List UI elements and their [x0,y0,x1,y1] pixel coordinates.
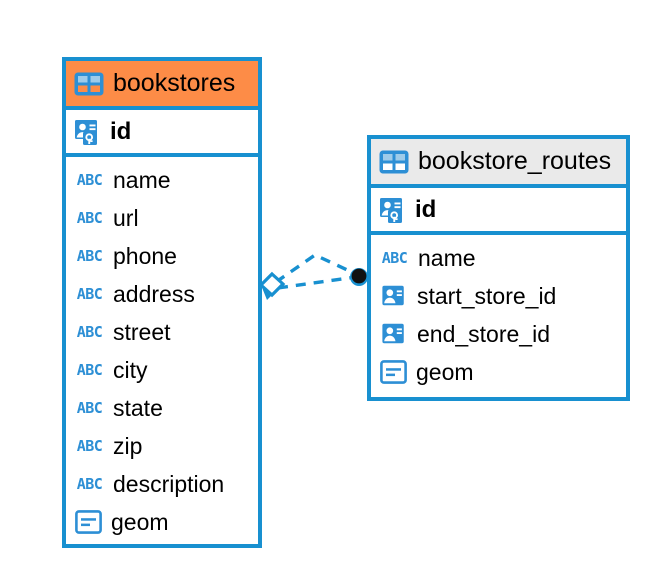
field-label: end_store_id [417,320,550,347]
entity-bookstores[interactable]: bookstores id [62,57,262,548]
table-grid-icon [74,72,104,96]
primary-key-row[interactable]: id [66,110,258,157]
abc-glyph: ABC [76,322,103,341]
field-label: street [113,318,171,345]
table-grid-icon [379,150,409,174]
abc-glyph: ABC [76,398,103,417]
abc-text-icon: ABC [75,209,104,227]
primary-key-label: id [110,117,132,145]
foreign-key-icon [380,282,408,310]
relationship-line-straight [277,275,357,290]
abc-text-icon: ABC [75,475,104,493]
abc-glyph: ABC [76,246,103,265]
entity-header-bookstores[interactable]: bookstores [66,61,258,110]
field-row[interactable]: ABC state [66,389,258,427]
field-row[interactable]: ABC phone [66,237,258,275]
field-row[interactable]: ABC url [66,199,258,237]
relationship-line-arc [275,253,357,284]
abc-text-icon: ABC [75,247,104,265]
primary-key-row[interactable]: id [371,188,626,235]
field-label: city [113,356,148,383]
filled-circle-marker [350,268,368,286]
primary-key-label: id [415,195,437,223]
field-label: phone [113,242,177,269]
abc-glyph: ABC [76,436,103,455]
abc-glyph: ABC [76,474,103,493]
field-label: url [113,204,139,231]
abc-text-icon: ABC [75,437,104,455]
abc-glyph: ABC [76,284,103,303]
field-row[interactable]: ABC city [66,351,258,389]
entity-title: bookstores [113,69,236,97]
field-row[interactable]: ABC street [66,313,258,351]
entity-title: bookstore_routes [418,147,612,175]
abc-text-icon: ABC [380,249,409,267]
field-label: start_store_id [417,282,557,309]
field-row[interactable]: ABC description [66,465,258,503]
field-label: address [113,280,195,307]
geometry-icon [380,360,407,384]
abc-glyph: ABC [381,248,408,267]
field-label: state [113,394,163,421]
abc-glyph: ABC [76,208,103,227]
field-list-bookstore-routes: ABC name start_store_id [371,235,626,391]
entity-header-bookstore-routes[interactable]: bookstore_routes [371,139,626,188]
abc-glyph: ABC [76,360,103,379]
field-row[interactable]: ABC address [66,275,258,313]
diamond-outline-marker [258,271,286,300]
field-label: name [418,244,476,271]
abc-text-icon: ABC [75,171,104,189]
geometry-icon [75,510,102,534]
field-label: name [113,166,171,193]
field-list-bookstores: ABC name ABC url ABC phone ABC [66,157,258,541]
primary-key-card-icon [379,196,407,224]
field-row[interactable]: geom [66,503,258,541]
field-label: geom [416,358,474,385]
primary-key-card-icon [74,118,102,146]
entity-bookstore-routes[interactable]: bookstore_routes id [367,135,630,401]
abc-text-icon: ABC [75,361,104,379]
field-label: geom [111,508,169,535]
field-row[interactable]: end_store_id [371,315,626,353]
abc-text-icon: ABC [75,399,104,417]
foreign-key-icon [380,320,408,348]
field-row[interactable]: start_store_id [371,277,626,315]
abc-text-icon: ABC [75,285,104,303]
relationship-connector[interactable] [250,238,380,322]
field-label: description [113,470,225,497]
abc-glyph: ABC [76,170,103,189]
field-row[interactable]: ABC zip [66,427,258,465]
field-row[interactable]: ABC name [371,239,626,277]
field-row[interactable]: geom [371,353,626,391]
field-label: zip [113,432,143,459]
field-row[interactable]: ABC name [66,161,258,199]
abc-text-icon: ABC [75,323,104,341]
